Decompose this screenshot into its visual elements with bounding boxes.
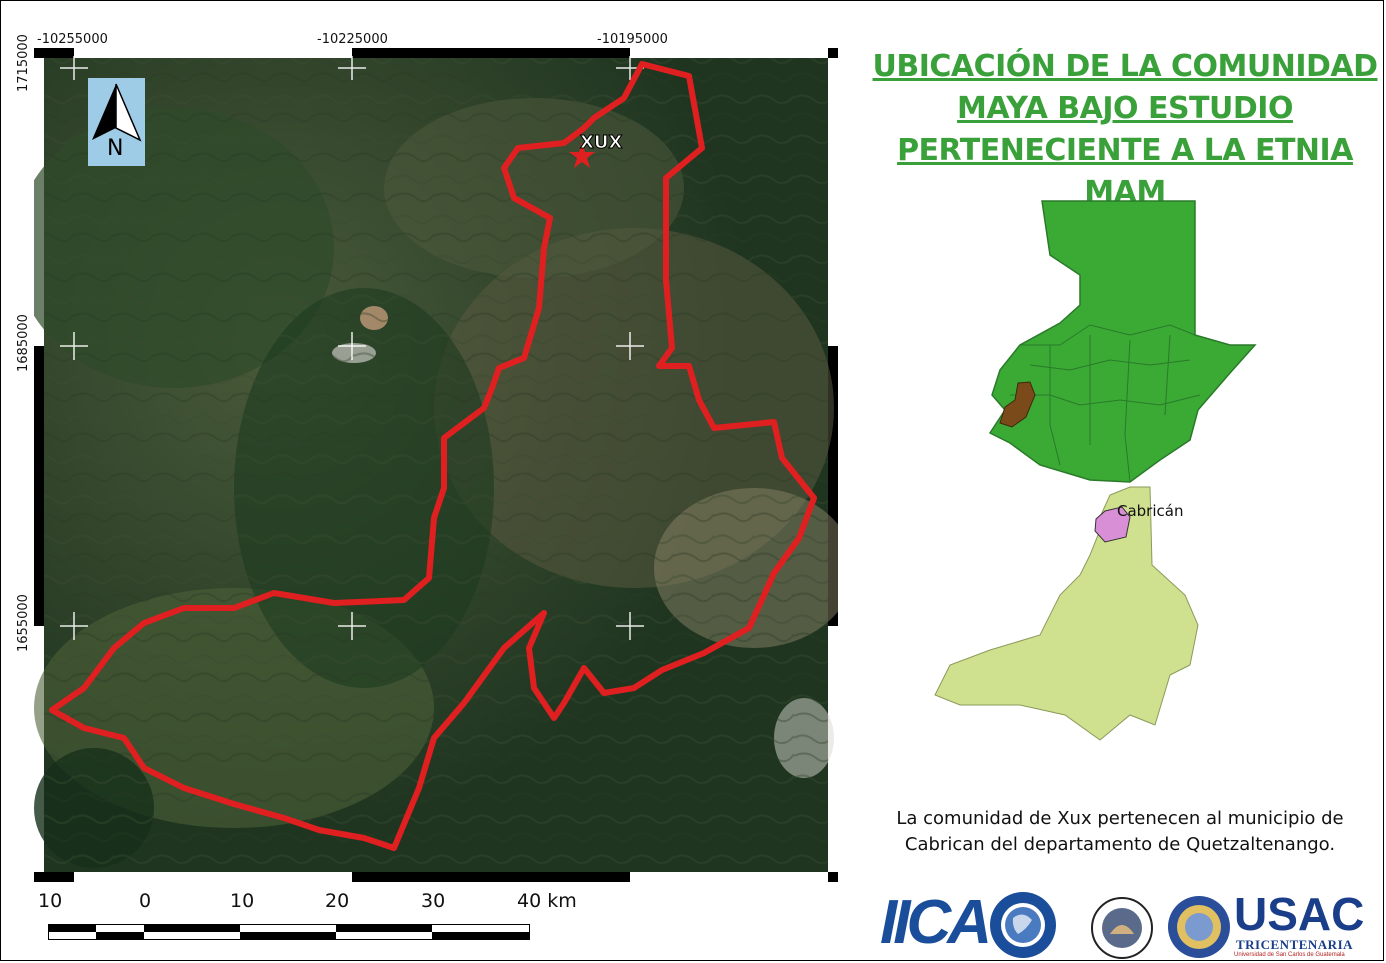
x-tick-label: -10195000 [597, 32, 668, 47]
x-tick-label: -10225000 [317, 32, 388, 47]
y-tick-label: 1655000 [16, 594, 31, 652]
globe-seal-icon [990, 892, 1056, 958]
x-tick-label: -10255000 [37, 32, 108, 47]
usac-subtitle: TRICENTENARIA [1236, 937, 1354, 952]
municipality-shape [1094, 506, 1131, 543]
scale-label: 10 [38, 890, 63, 912]
usac-logo: USAC [1234, 888, 1365, 940]
y-tick-label: 1685000 [16, 314, 31, 372]
scale-label: 20 [325, 890, 350, 912]
department-highlight [999, 381, 1036, 428]
satellite-map [34, 48, 838, 882]
scale-bar [48, 924, 530, 940]
place-label-xux: XUX [579, 132, 623, 154]
map-title: UBICACIÓN DE LA COMUNIDAD MAYA BAJO ESTU… [870, 46, 1380, 214]
iica-logo: IICA [880, 888, 992, 957]
usac-small-text: Universidad de San Carlos de Guatemala [1234, 952, 1345, 958]
caption-line-1: La comunidad de Xux pertenecen al munici… [896, 808, 1344, 829]
study-area-boundary [49, 61, 817, 851]
scale-label: 0 [139, 890, 152, 912]
community-star-icon [569, 142, 595, 168]
caption: La comunidad de Xux pertenecen al munici… [880, 806, 1360, 858]
department-shape [934, 486, 1199, 741]
caption-line-2: Cabrican del departamento de Quetzaltena… [904, 834, 1336, 855]
north-label: N [107, 136, 124, 161]
scale-label: 40 km [517, 890, 577, 912]
inset-maps [934, 200, 1257, 741]
title-line-2: MAYA BAJO ESTUDIO [957, 91, 1293, 126]
usac-seal-icon [1168, 896, 1230, 958]
cunoc-seal-icon [1091, 897, 1153, 959]
municipality-label: Cabricán [1117, 502, 1184, 520]
y-tick-label: 1715000 [16, 34, 31, 92]
scale-label: 30 [421, 890, 446, 912]
country-shape [988, 200, 1257, 483]
scale-label: 10 [230, 890, 255, 912]
title-line-3: PERTENECIENTE A LA ETNIA MAM [897, 133, 1353, 210]
title-line-1: UBICACIÓN DE LA COMUNIDAD [872, 49, 1379, 84]
